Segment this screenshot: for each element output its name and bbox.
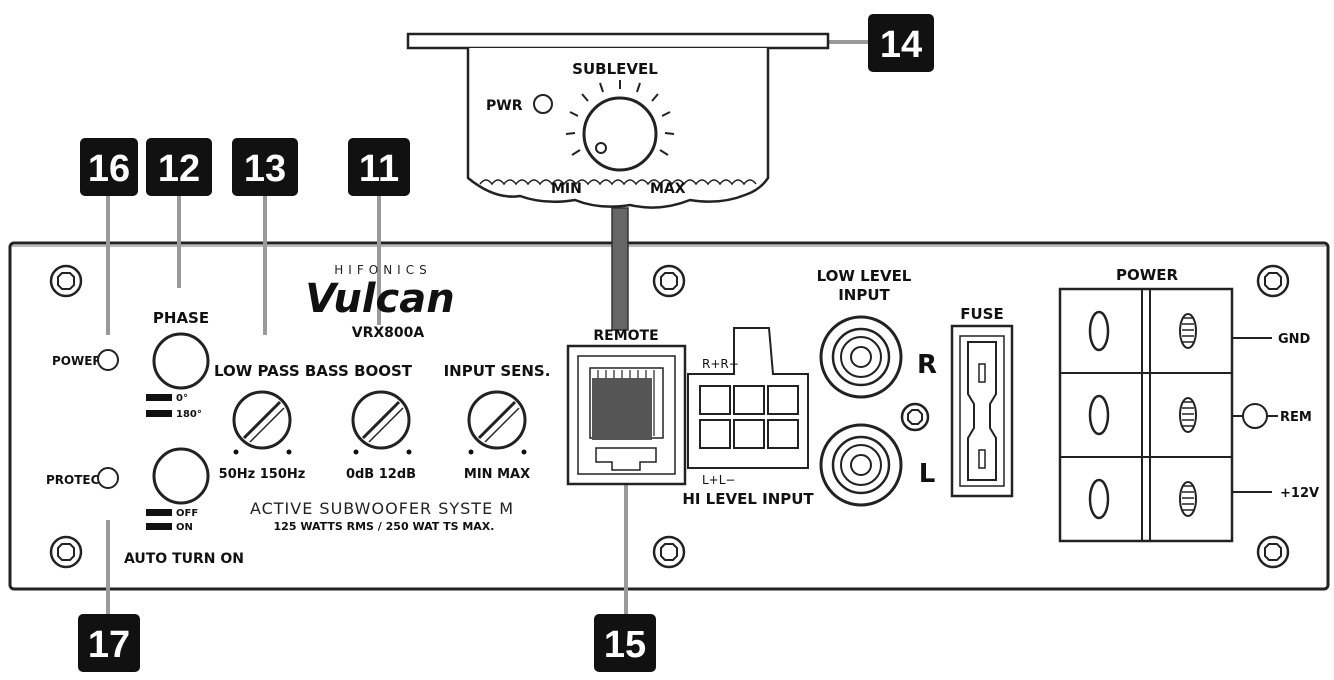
- low-pass-bass-boost-label: LOW PASS BASS BOOST: [214, 362, 413, 380]
- screw-icon: [652, 535, 686, 569]
- callout-15: 15: [594, 614, 656, 672]
- input-sens-knob[interactable]: [467, 390, 527, 455]
- remote-label: REMOTE: [593, 328, 658, 344]
- rca-left-input[interactable]: [819, 423, 903, 507]
- rca-right-input[interactable]: [819, 315, 903, 399]
- auto-turn-on-label: AUTO TURN ON: [124, 551, 244, 567]
- 12v-terminal[interactable]: [1088, 478, 1197, 520]
- screw-icon: [49, 264, 83, 298]
- hi-level-input-connector[interactable]: [687, 327, 809, 469]
- callout-11: 11: [348, 138, 410, 196]
- min-label: MIN: [551, 181, 582, 197]
- rem-led-icon: [1242, 403, 1268, 429]
- fuse-label: FUSE: [960, 305, 1003, 323]
- auto-on-indicator: [146, 523, 172, 530]
- auto-turn-on-switch[interactable]: [152, 447, 210, 505]
- callout-14: 14: [868, 14, 934, 72]
- screw-icon: [49, 535, 83, 569]
- auto-off-indicator: [146, 509, 172, 516]
- 12v-label: +12V: [1280, 486, 1319, 501]
- svg-text:16: 16: [88, 148, 130, 190]
- screw-icon: [1256, 535, 1290, 569]
- brand-logo: Vulcan: [305, 276, 454, 322]
- protect-led-label: PROTECT: [46, 473, 108, 487]
- power-led-label: POWER: [52, 354, 102, 368]
- hi-level-l-label: L+L−: [702, 473, 735, 487]
- bass-boost-range: 0dB 12dB: [346, 467, 416, 482]
- svg-text:13: 13: [244, 148, 286, 190]
- remote-level-control: SUBLEVEL PWR MIN MAX: [406, 32, 830, 209]
- sublevel-knob[interactable]: [582, 96, 658, 172]
- system-title: ACTIVE SUBWOOFER SYSTE M: [250, 499, 514, 518]
- bass-boost-knob[interactable]: [351, 390, 412, 455]
- callout-17: 17: [78, 614, 140, 672]
- input-sens-range: MIN MAX: [464, 467, 530, 482]
- svg-text:12: 12: [158, 148, 200, 190]
- protect-led-icon: [97, 467, 119, 489]
- brand-maker: HIFONICS: [334, 263, 431, 277]
- screw-icon: [1256, 264, 1290, 298]
- sublevel-label: SUBLEVEL: [572, 60, 658, 78]
- hi-level-r-label: R+R−: [702, 357, 739, 371]
- callout-16: 16: [80, 138, 138, 196]
- knob-indicator-icon: [595, 142, 607, 154]
- low-pass-knob[interactable]: [232, 390, 292, 455]
- ground-screw-icon: [900, 402, 930, 432]
- svg-text:17: 17: [88, 624, 130, 666]
- rem-terminal[interactable]: [1088, 394, 1197, 436]
- rem-label: REM: [1280, 410, 1312, 425]
- model-label: VRX800A: [352, 325, 425, 341]
- rca-left-label: L: [919, 459, 936, 489]
- remote-jack[interactable]: [566, 344, 687, 486]
- low-pass-range: 50Hz 150Hz: [219, 467, 306, 482]
- screw-icon: [652, 264, 686, 298]
- rca-right-label: R: [917, 350, 937, 380]
- svg-text:15: 15: [604, 624, 646, 666]
- auto-on-label: ON: [176, 522, 193, 533]
- pwr-led-icon: [533, 94, 553, 114]
- svg-text:11: 11: [359, 148, 399, 190]
- low-level-label-2: INPUT: [838, 286, 890, 304]
- phase-switch[interactable]: [152, 332, 210, 390]
- phase-0-label: 0°: [176, 393, 188, 404]
- system-rating: 125 WATTS RMS / 250 WAT TS MAX.: [274, 520, 495, 533]
- power-terminal-block: [1058, 287, 1234, 543]
- callout-13: 13: [232, 138, 298, 196]
- fuse-holder[interactable]: [950, 324, 1014, 498]
- phase-label: PHASE: [153, 309, 209, 327]
- svg-text:14: 14: [880, 24, 922, 66]
- hi-level-input-label: HI LEVEL INPUT: [682, 490, 814, 508]
- auto-off-label: OFF: [176, 508, 198, 519]
- phase-0-indicator: [146, 394, 172, 401]
- input-sens-label: INPUT SENS.: [444, 362, 551, 380]
- power-led-icon: [97, 349, 119, 371]
- low-level-label-1: LOW LEVEL: [817, 267, 912, 285]
- callout-12: 12: [146, 138, 212, 196]
- max-label: MAX: [650, 181, 686, 197]
- phase-180-indicator: [146, 410, 172, 417]
- phase-180-label: 180°: [176, 409, 202, 420]
- gnd-terminal[interactable]: [1088, 310, 1197, 352]
- pwr-label: PWR: [486, 98, 523, 114]
- gnd-label: GND: [1278, 332, 1311, 347]
- power-terminal-label: POWER: [1116, 266, 1179, 284]
